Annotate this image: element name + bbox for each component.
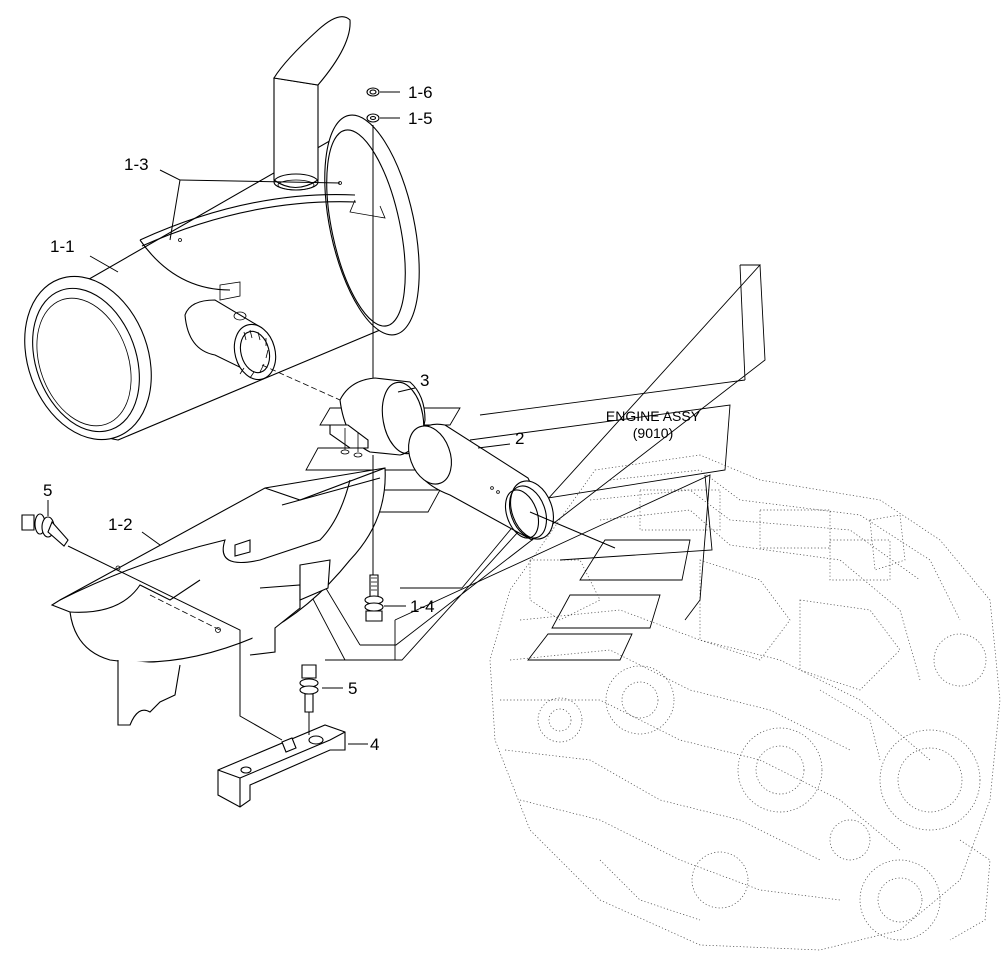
callout-5-middle: 5 <box>348 679 357 698</box>
nut-part-1-6 <box>366 87 380 97</box>
bolt-part-5-left <box>21 513 69 547</box>
engine-assy-drawing <box>489 454 1001 951</box>
callout-5-left: 5 <box>43 481 52 500</box>
bolt-part-5-middle <box>299 664 319 713</box>
callout-1-3: 1-3 <box>124 155 149 174</box>
engine-assy-label: ENGINE ASSY <box>606 408 701 424</box>
callout-1-1: 1-1 <box>50 237 75 256</box>
bracket-part-4 <box>217 724 346 808</box>
assembly-lines <box>67 125 616 741</box>
muffler-assembly <box>24 16 420 441</box>
bolt-part-1-4 <box>364 574 384 622</box>
callout-leaders <box>47 91 511 745</box>
callout-1-5: 1-5 <box>408 109 433 128</box>
callout-4: 4 <box>370 735 379 754</box>
callout-1-4: 1-4 <box>410 597 435 616</box>
engine-assy-number: (9010) <box>633 425 673 441</box>
heat-shield-part-1-2 <box>50 467 386 726</box>
callout-1-6: 1-6 <box>408 83 433 102</box>
callout-1-2: 1-2 <box>108 515 133 534</box>
callout-3: 3 <box>420 371 429 390</box>
pipe-part-2 <box>408 423 554 541</box>
washer-part-1-5 <box>366 113 380 123</box>
callout-2: 2 <box>515 429 524 448</box>
callout-labels: 1-6 1-5 1-3 1-1 3 2 5 1-2 1-4 5 4 ENGINE… <box>43 83 701 754</box>
direction-arrow-graphic <box>279 263 766 661</box>
